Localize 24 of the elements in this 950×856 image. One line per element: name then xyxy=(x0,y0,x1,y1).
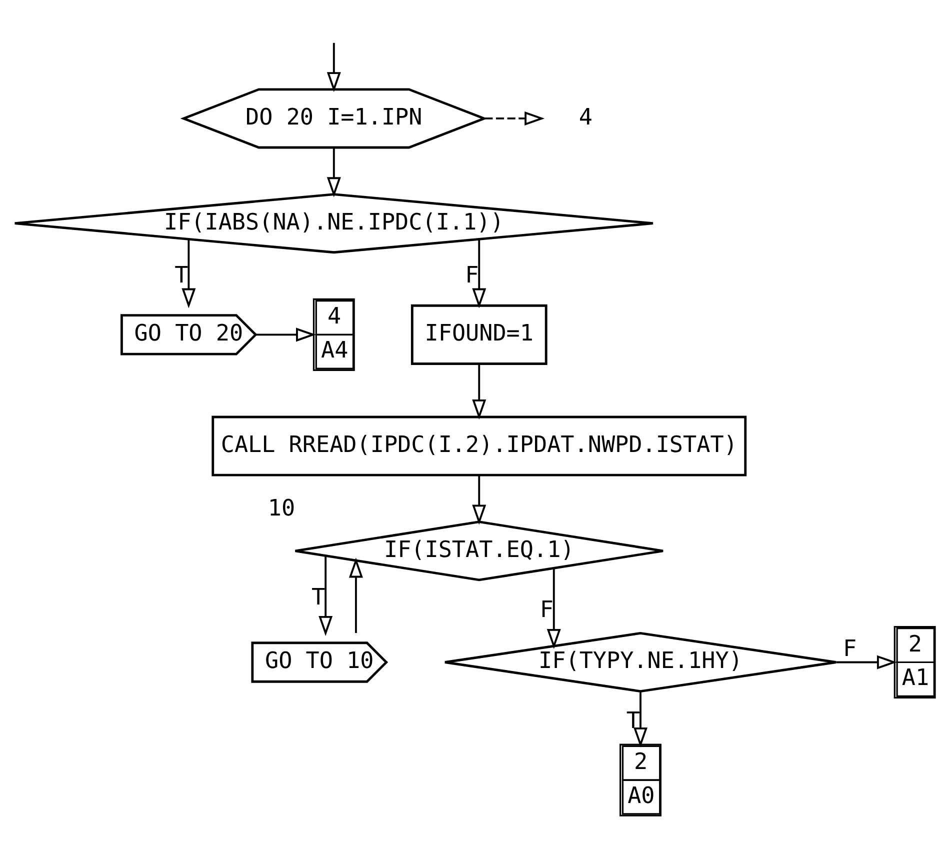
arrow xyxy=(484,110,545,125)
arrow xyxy=(348,557,363,632)
arrow xyxy=(326,147,341,197)
edge-label: F xyxy=(843,636,857,662)
arrow xyxy=(326,42,341,92)
node-diamond: IF(IABS(NA).NE.IPDC(I.1)) xyxy=(14,192,654,254)
arrow xyxy=(546,568,561,648)
arrow xyxy=(472,363,486,419)
node-box: IFOUND=1 xyxy=(410,304,548,364)
node-diamond: IF(ISTAT.EQ.1) xyxy=(294,520,664,581)
arrow xyxy=(633,690,648,747)
arrow xyxy=(472,474,486,524)
arrow xyxy=(256,327,316,342)
arrow xyxy=(836,654,897,669)
edge-label: F xyxy=(540,596,554,623)
node-diamond: IF(TYPY.NE.1HY) xyxy=(444,631,838,692)
node-box: CALL RREAD(IPDC(I.2).IPDAT.NWPD.ISTAT) xyxy=(212,415,747,476)
node-label: 10 xyxy=(268,495,296,522)
arrow xyxy=(318,556,333,636)
edge-label: T xyxy=(626,707,640,734)
edge-label: F xyxy=(465,262,479,288)
arrow xyxy=(182,238,196,308)
arrow xyxy=(472,238,486,308)
node-text: 4 xyxy=(578,104,592,130)
